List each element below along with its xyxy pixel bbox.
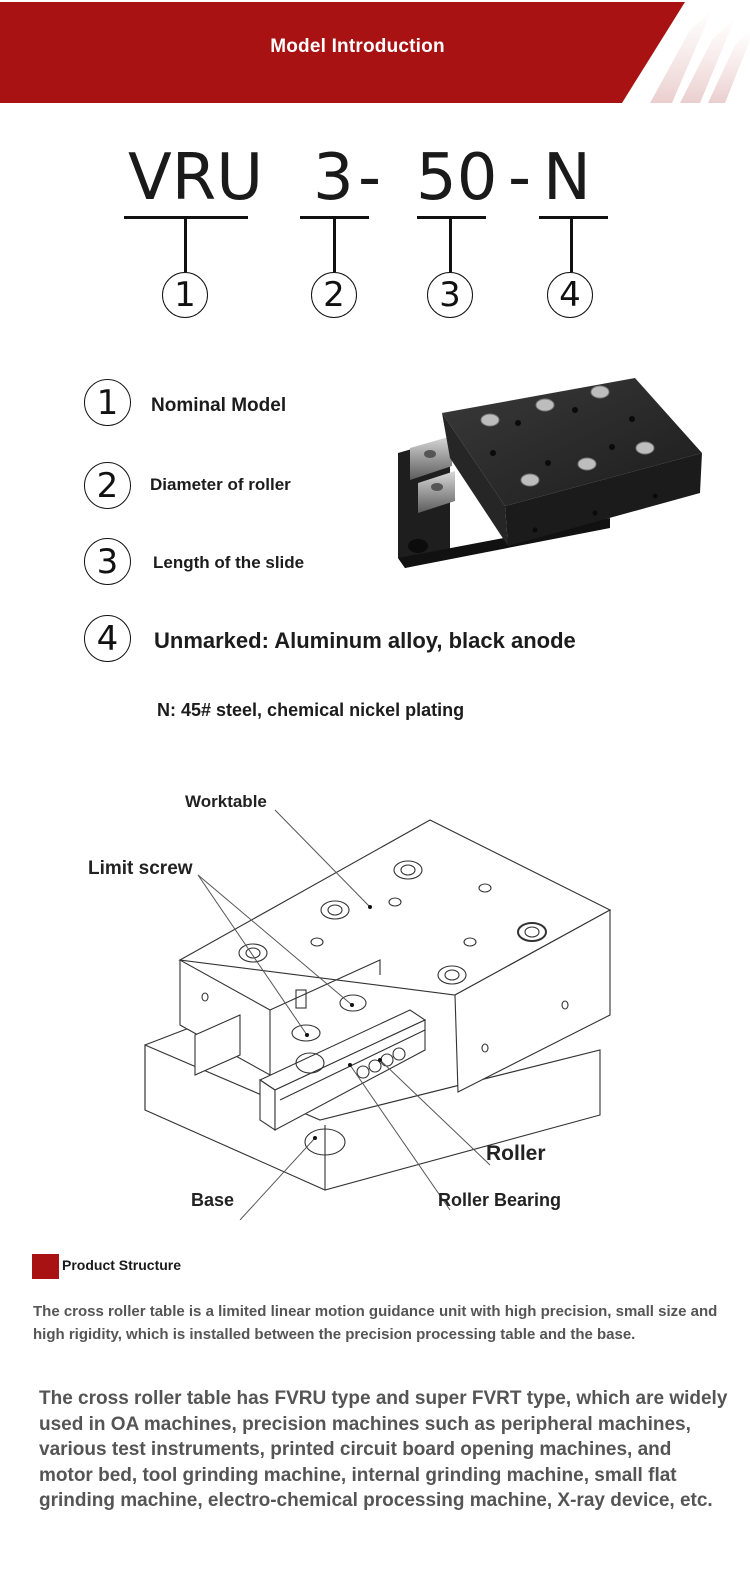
code-part-length: 50	[416, 141, 498, 215]
index-circle-2: 2	[311, 272, 357, 318]
legend-note: N: 45# steel, chemical nickel plating	[157, 700, 465, 720]
legend-index-1: 1	[84, 379, 131, 426]
header-banner: Model Introduction	[0, 0, 750, 103]
connector-line	[184, 216, 187, 272]
section-heading: Product Structure	[62, 1257, 182, 1273]
product-photo	[390, 358, 710, 573]
section-marker	[32, 1254, 59, 1279]
connector-line	[570, 216, 573, 272]
code-separator: -	[508, 141, 532, 215]
index-circle-4: 4	[547, 272, 593, 318]
legend-label-4: Unmarked: Aluminum alloy, black anode	[154, 628, 576, 653]
label-base: Base	[191, 1190, 235, 1210]
label-limit-screw: Limit screw	[88, 858, 193, 879]
legend-index-4: 4	[84, 615, 131, 662]
legend-index-2: 2	[84, 462, 131, 509]
code-part-material: N	[543, 141, 591, 215]
structure-diagram: Worktable Limit screw Roller Base Roller…	[80, 780, 660, 1221]
banner-title: Model Introduction	[270, 36, 445, 57]
code-separator: -	[358, 141, 382, 215]
label-roller: Roller	[486, 1142, 546, 1165]
description-paragraph: The cross roller table is a limited line…	[33, 1303, 718, 1343]
underline	[539, 216, 608, 219]
connector-line	[449, 216, 452, 272]
label-worktable: Worktable	[185, 792, 267, 811]
connector-line	[333, 216, 336, 272]
applications-paragraph: The cross roller table has FVRU type and…	[39, 1388, 728, 1511]
code-part-diameter: 3	[313, 141, 354, 215]
legend-index-3: 3	[84, 538, 131, 585]
legend-label-3: Length of the slide	[153, 553, 305, 572]
label-roller-bearing: Roller Bearing	[438, 1190, 562, 1210]
index-circle-1: 1	[162, 272, 208, 318]
index-circle-3: 3	[427, 272, 473, 318]
structure-drawing	[144, 809, 612, 1221]
legend-label-1: Nominal Model	[151, 395, 287, 416]
legend-label-2: Diameter of roller	[150, 475, 291, 494]
code-part-series: VRU	[128, 141, 264, 215]
banner-background	[0, 2, 750, 103]
